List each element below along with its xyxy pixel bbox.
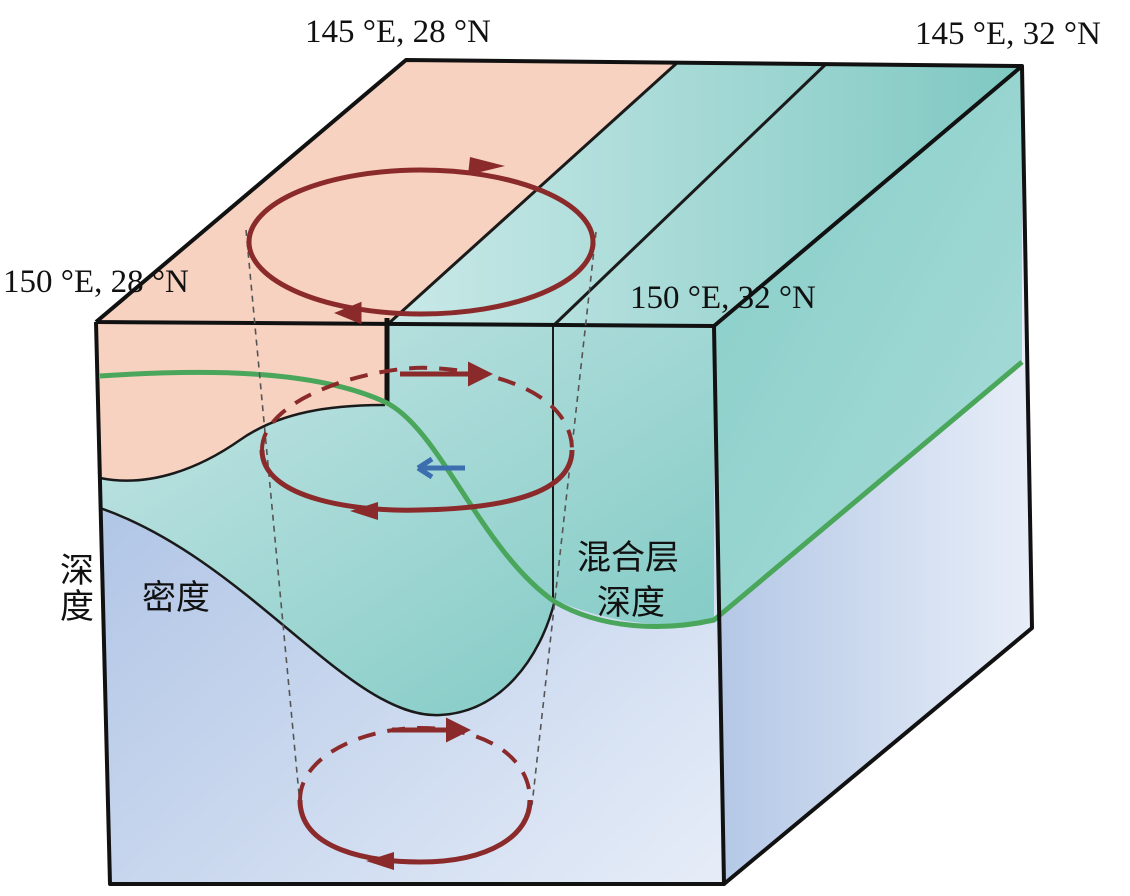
mixed-layer-depth-line: [99, 360, 1024, 629]
eddy-arrow-surface-top: [468, 157, 505, 175]
eddy-cone-guides: [245, 229, 597, 806]
mixed-layer-label-line2: 深度: [597, 583, 665, 623]
corner-label-top-front-right: 150 °E, 32 °N: [630, 280, 816, 316]
density-isopycnal-upper: [99, 403, 386, 482]
depth-axis-label: 深度: [53, 552, 94, 624]
mid-eddy: [259, 361, 575, 520]
front-face: [96, 318, 724, 884]
surface-eddy: [246, 157, 596, 325]
side-face: [714, 66, 1032, 884]
flow-arrow: [416, 456, 465, 480]
eddy-arrow-surface-bottom: [334, 301, 362, 325]
density-isopycnal-lower: [99, 506, 557, 717]
eddy-arrow-deep-bottom: [366, 852, 394, 870]
density-label: 密度: [142, 578, 210, 618]
corner-label-top-back-right: 145 °E, 32 °N: [915, 16, 1101, 52]
deep-eddy: [297, 717, 533, 870]
top-face: [96, 60, 1022, 328]
mixed-layer-label-line1: 混合层: [577, 538, 679, 578]
warm-surface-layer: [96, 322, 385, 481]
cube-edges: [94, 58, 1034, 886]
corner-label-top-back-left: 145 °E, 28 °N: [305, 14, 491, 50]
corner-label-top-front-left: 150 °E, 28 °N: [3, 264, 189, 300]
eddy-arrow-mid-bottom: [350, 502, 378, 520]
